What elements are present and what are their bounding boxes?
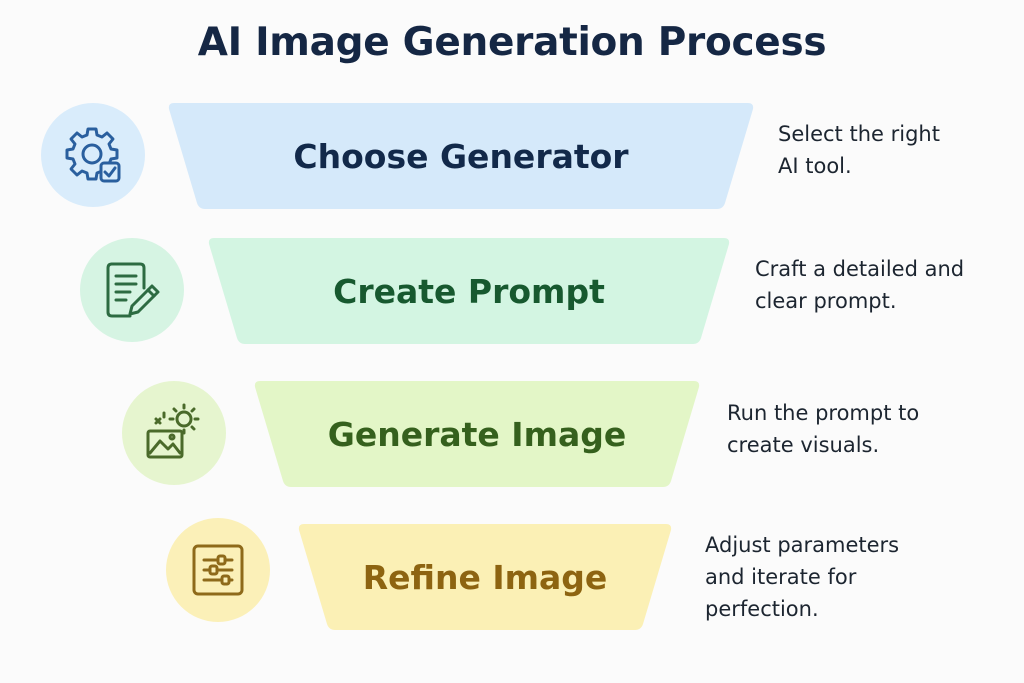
- step-label: Refine Image: [362, 557, 608, 597]
- step-description: Craft a detailed and clear prompt.: [755, 257, 965, 313]
- step-band: Generate Image: [254, 381, 700, 487]
- band-shape: [168, 103, 754, 209]
- band-shape: [254, 381, 700, 487]
- step-description: Select the right AI tool.: [778, 122, 940, 178]
- step-icon-circle: [166, 518, 270, 622]
- step-band: Create Prompt: [208, 238, 730, 344]
- step-band: Choose Generator: [168, 103, 754, 209]
- document-pencil-icon: [106, 262, 160, 318]
- step-label: Create Prompt: [333, 271, 605, 311]
- step-icon-circle: [122, 381, 226, 485]
- sliders-icon: [192, 544, 244, 596]
- band-shape: [298, 524, 672, 630]
- step-icon-circle: [41, 103, 145, 207]
- step-description: Adjust parameters and iterate for perfec…: [705, 533, 900, 621]
- step-band: Refine Image: [298, 524, 672, 630]
- page-title: AI Image Generation Process: [197, 20, 827, 65]
- image-sun-icon: [146, 403, 200, 459]
- step-label: Generate Image: [327, 414, 627, 454]
- band-shape: [208, 238, 730, 344]
- step-icon-circle: [80, 238, 184, 342]
- step-description: Run the prompt to create visuals.: [727, 401, 920, 457]
- step-label: Choose Generator: [293, 136, 629, 176]
- gear-icon: [65, 127, 121, 183]
